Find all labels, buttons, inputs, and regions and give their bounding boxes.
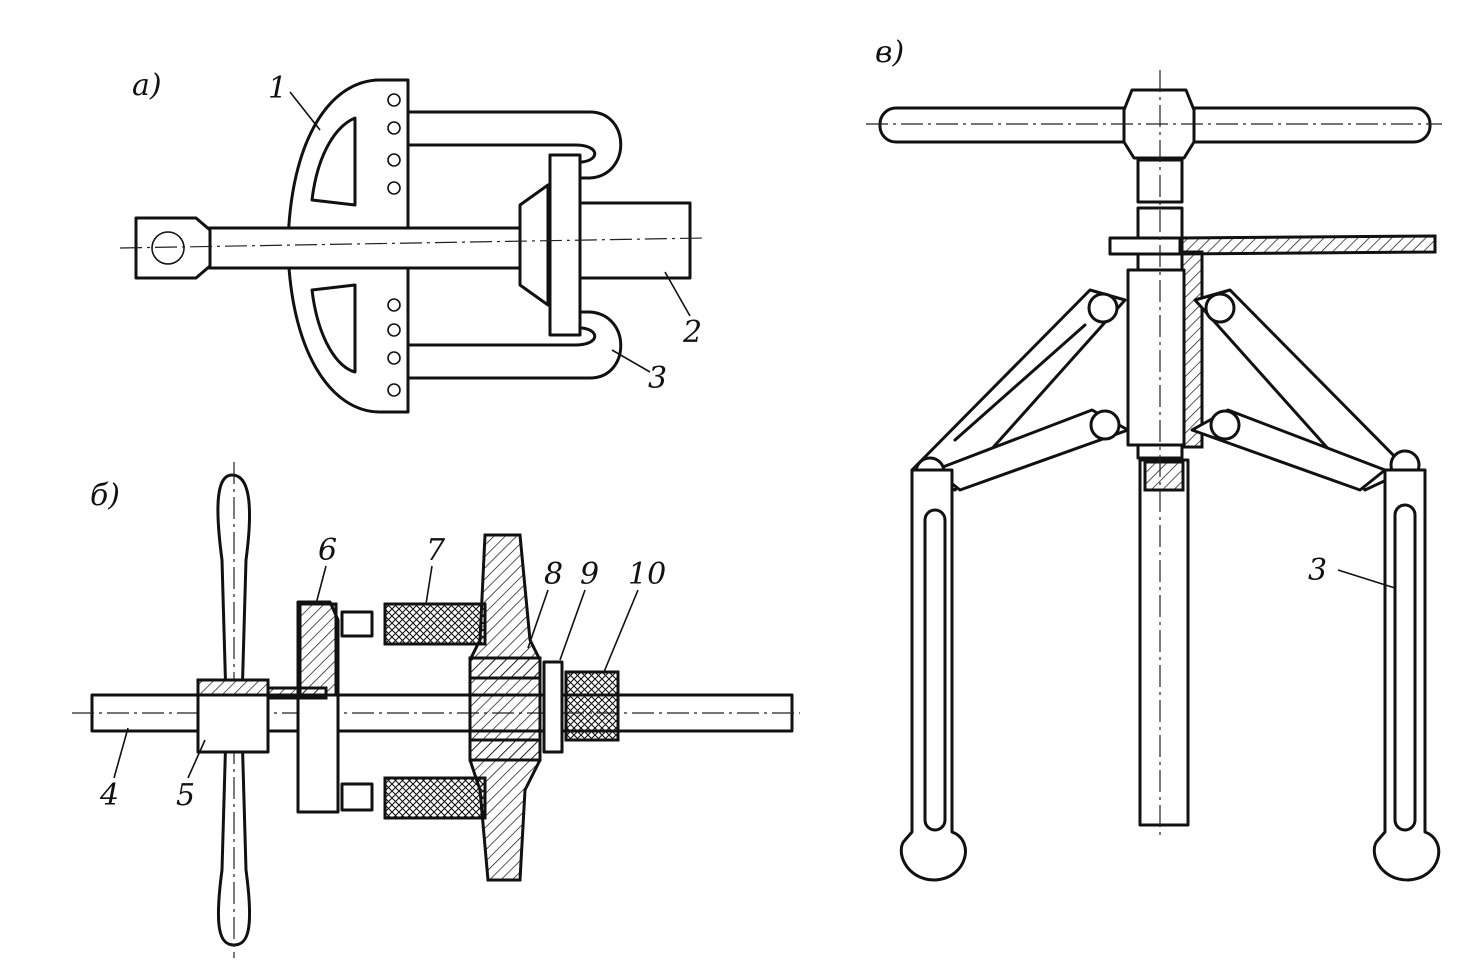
- view-c-three-jaw-puller: в) 3: [866, 35, 1442, 882]
- central-body: [1126, 268, 1186, 447]
- view-b-label: б): [90, 478, 120, 513]
- callout-1: 1: [268, 71, 287, 106]
- callout-7: 7: [426, 533, 446, 568]
- view-b-sectional-puller: б) 4 5 6 7 8: [72, 462, 800, 958]
- callout-2: 2: [682, 315, 702, 350]
- grip-arm-3-upper: [406, 110, 623, 180]
- axis-a: [119, 237, 706, 249]
- callout-5: 5: [176, 778, 195, 813]
- callout-4: 4: [99, 778, 119, 813]
- yoke-window-upper: [310, 116, 357, 207]
- pressure-screw: [198, 226, 522, 270]
- jaw-right: [1372, 468, 1441, 882]
- callout-6: 6: [318, 533, 337, 568]
- nut-10: [564, 670, 620, 742]
- callout-3-c: 3: [1308, 553, 1327, 588]
- view-a-label: а): [132, 68, 162, 103]
- view-a-two-jaw-puller: а) 1 2 3: [119, 68, 706, 414]
- lower-link-right: [1190, 408, 1387, 492]
- washer-9: [542, 660, 564, 754]
- tie-rod-7-upper: [383, 602, 487, 646]
- pressed-part: [468, 533, 542, 882]
- bushing-8: [468, 656, 542, 680]
- callout-9: 9: [580, 557, 599, 592]
- yoke-bolt-holes: [387, 93, 401, 397]
- grip-arm-3-lower: [406, 310, 623, 380]
- view-c-label: в): [875, 35, 904, 70]
- upper-link-right: [1193, 288, 1410, 492]
- callout-8: 8: [544, 557, 563, 592]
- tie-rod-7-lower: [383, 776, 487, 820]
- callout-3-a: 3: [648, 361, 667, 396]
- pressing-plate: [548, 153, 582, 337]
- spindle-c: [1138, 458, 1190, 827]
- screw-head: [134, 216, 212, 280]
- yoke-window-lower: [310, 283, 357, 374]
- jaw-left: [899, 468, 967, 882]
- callout-10: 10: [628, 557, 666, 592]
